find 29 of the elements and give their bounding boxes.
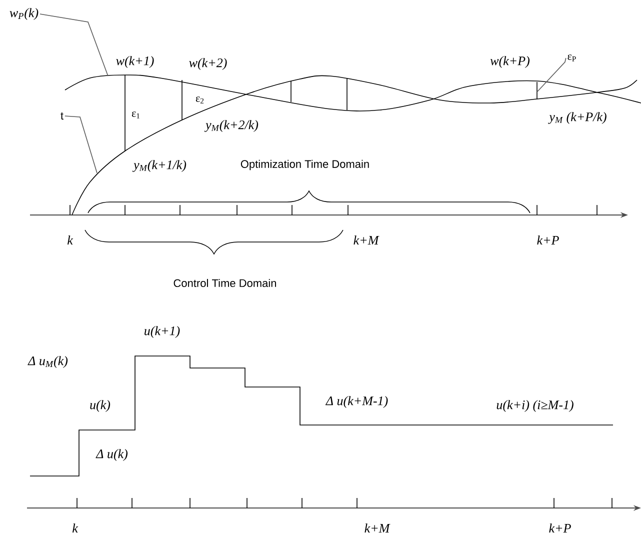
math-label: y$_{M}$ (k+P/k) xyxy=(548,112,606,124)
leader-line xyxy=(536,58,566,92)
math-label: y$_{M}$(k+1/k) xyxy=(132,160,186,172)
math-label: w(k+2) xyxy=(189,58,227,70)
leader-text: w$_{P}$(k) xyxy=(10,8,38,20)
leader-text: t xyxy=(60,112,64,120)
math-label: Δ u(k+M-1) xyxy=(325,396,388,408)
math-label: Δ u(k) xyxy=(96,449,128,461)
math-label: Δ u$_{M}$(k) xyxy=(28,356,68,368)
math-label: u(k+1) xyxy=(144,326,180,338)
math-label: k+M xyxy=(354,236,380,244)
math-label: w(k+P) xyxy=(490,56,530,68)
math-label: k+P xyxy=(537,236,559,244)
prediction-curve xyxy=(72,75,638,216)
domain-label: Optimization Time Domain xyxy=(240,160,369,170)
leader-text: ε$_{P}$ xyxy=(568,54,576,62)
math-label: w(k+1) xyxy=(116,56,154,68)
math-label: k+M xyxy=(364,523,390,532)
leader-line xyxy=(64,116,98,174)
math-label: k xyxy=(68,236,74,244)
error-label: ε$_{1}$ xyxy=(132,112,140,118)
math-label: u(k+i) (i≥M-1) xyxy=(496,400,574,412)
math-label: k xyxy=(72,523,78,532)
math-label: y$_{M}$(k+2/k) xyxy=(204,120,258,132)
error-label: ε$_{2}$ xyxy=(196,96,204,104)
math-label: k+P xyxy=(549,523,571,532)
domain-label: Control Time Domain xyxy=(174,278,276,288)
math-label: u(k) xyxy=(90,400,110,412)
leader-line xyxy=(40,14,108,76)
